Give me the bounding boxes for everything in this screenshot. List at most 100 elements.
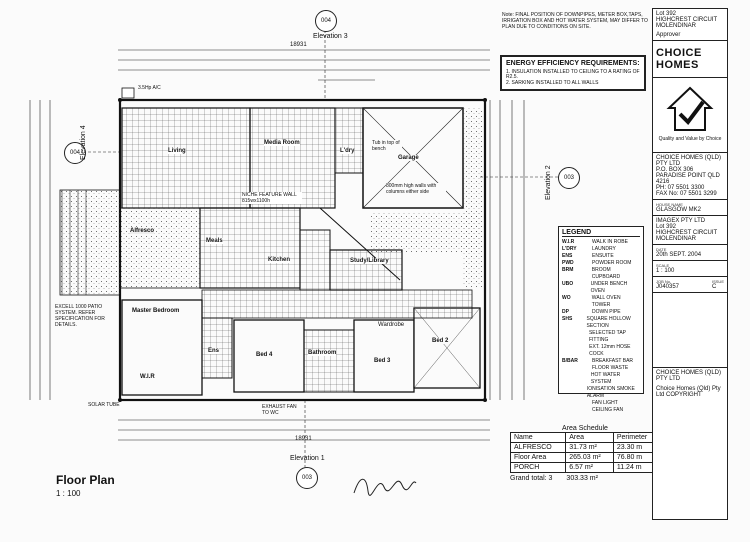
legend-abbrev: L'DRY (562, 246, 577, 252)
legend-desc: UNDER BENCH OVEN (590, 281, 628, 294)
elevation-top-label: Elevation 3 (313, 33, 348, 40)
legend-abbrev: PWD (562, 260, 574, 266)
solar-tube-note: SOLAR TUBE (88, 402, 120, 408)
cell-name: Floor Area (509, 452, 567, 463)
legend-abbrev: B/BAR (562, 358, 578, 364)
legend-desc: SELECTED TAP FITTING (588, 330, 626, 343)
legend-abbrev: W.I.R (562, 239, 575, 245)
brand-line-2: HOMES (656, 59, 699, 71)
area-schedule-title: Area Schedule (562, 425, 608, 432)
legend-desc: WALK IN ROBE (592, 239, 628, 245)
legend-desc: FAN LIGHT (592, 400, 618, 406)
legend-desc: FLOOR WASTE (592, 365, 629, 371)
room-wir: W.I.R (140, 374, 155, 380)
room-wardrobe: Wardrobe (378, 322, 405, 328)
company-phone: PH: 07 5501 3300 (656, 185, 705, 191)
elevation-bottom-label: Elevation 1 (290, 455, 325, 462)
legend-desc: CEILING FAN (592, 407, 624, 413)
energy-note-1: 1. INSULATION INSTALLED TO CEILING TO A … (506, 69, 640, 80)
date-key: DATE (656, 247, 667, 252)
job-row: JOB No. J040357 ISSUE C (653, 277, 727, 293)
house-name-row: HOUSE NAME GLASGOW MK2 (653, 200, 727, 216)
legend-desc: POWDER ROOM (592, 260, 632, 266)
energy-note-2: 2. SARKING INSTALLED TO ALL WALLS (506, 80, 599, 86)
top-note: Note: FINAL POSITION OF DOWNPIPES, METER… (502, 12, 648, 30)
legend-item: EXT. 12mm HOSE COCK (562, 344, 640, 358)
cell-name: ALFRESCO (509, 442, 567, 453)
quality-emblem: Quality and Value by Choice (653, 78, 727, 153)
room-bed4: Bed 4 (256, 352, 273, 358)
legend-abbrev (562, 344, 585, 358)
legend-desc: IONISATION SMOKE ALARM (586, 386, 635, 399)
tb-lot-top-text: Lot 392 (656, 11, 677, 17)
patio-note: EXCELL 1000 PATIO SYSTEM. REFER SPECIFIC… (55, 304, 105, 328)
room-living: Living (168, 148, 186, 154)
exhaust-note: EXHAUST FAN TO WC (262, 404, 297, 416)
quality-text: Quality and Value by Choice (658, 136, 722, 142)
legend-abbrev (562, 400, 588, 407)
legend-abbrev: UBO (562, 281, 574, 287)
cell-area: 31.73 m² (565, 442, 614, 453)
legend-abbrev: BRM (562, 267, 574, 273)
page-title: Floor Plan (56, 473, 115, 487)
ac-note: 3.5Hp A/C (138, 85, 161, 91)
legal-company: CHOICE HOMES (QLD) PTY LTD (656, 370, 722, 382)
legend-item: PWD POWDER ROOM (562, 260, 640, 267)
room-master: Master Bedroom (132, 308, 180, 314)
legend-desc: HOT WATER SYSTEM (590, 372, 621, 385)
room-bed2: Bed 2 (432, 338, 449, 344)
signature (353, 478, 417, 496)
legend-item: FAN LIGHT (562, 400, 640, 407)
client-name: IMAGEX PTY LTD (656, 218, 706, 224)
house-tick-icon (666, 86, 714, 131)
cell-area: 6.57 m² (565, 462, 614, 473)
legend-abbrev: DP (562, 309, 569, 315)
overall-dimension-bottom: 18931 (295, 436, 312, 442)
table-row: ALFRESCO 31.73 m² 23.30 m (509, 442, 661, 453)
legend-item: W.I.R WALK IN ROBE (562, 239, 640, 246)
legend-abbrev (562, 372, 587, 386)
job-value: J040357 (656, 284, 680, 290)
room-kitchen: Kitchen (268, 257, 291, 263)
legend-abbrev (562, 330, 585, 344)
scale-key: SCALE (656, 263, 670, 268)
room-ensuite: Ens (208, 348, 220, 354)
niche-note: NICHE FEATURE WALL 815wx1100h (242, 192, 302, 204)
company-address: P.O. BOX 306 PARADISE POINT QLD 4216 (656, 167, 720, 185)
elevation-right-label: Elevation 2 (545, 165, 552, 200)
room-media: Media Room (264, 140, 300, 146)
table-row: PORCH 6.57 m² 11.24 m (509, 462, 661, 473)
tb-approver: Approver (656, 32, 681, 38)
room-laundry: L'dry (340, 148, 355, 154)
legend-desc: EXT. 12mm HOSE COCK (589, 344, 631, 357)
legend-item: CEILING FAN (562, 407, 640, 414)
area-schedule-header-row: Name Area Perimeter (509, 432, 661, 443)
overall-dimension-top: 18931 (290, 42, 307, 48)
client-row: IMAGEX PTY LTD Lot 392 HIGHCREST CIRCUIT… (653, 216, 727, 245)
revision-block (653, 293, 727, 368)
legend-desc: BROOM CUPBOARD (591, 267, 621, 280)
header-name: Name (509, 432, 567, 443)
date-row: DATE 20th SEPT. 2004 (653, 245, 727, 261)
elevation-right-marker: 003 (558, 167, 580, 189)
energy-title: ENERGY EFFICIENCY REQUIREMENTS: (506, 60, 640, 67)
elevation-top-marker: 004 (315, 10, 337, 32)
tb-street-top-text: HIGHCREST CIRCUIT MOLENDINAR (656, 17, 718, 29)
elevation-left-label: Elevation 4 (80, 125, 87, 160)
area-schedule-total: Grand total: 3 303.33 m² (510, 475, 660, 482)
tb-lot-top: Lot 392 HIGHCREST CIRCUIT MOLENDINAR App… (653, 9, 727, 41)
garage-note: 800mm high walls with columns either sid… (386, 183, 446, 195)
room-bed3: Bed 3 (374, 358, 391, 364)
brand-line-1: CHOICE (656, 47, 702, 59)
grand-total-value: 303.33 m² (566, 475, 598, 482)
cell-area: 265.03 m² (565, 452, 614, 463)
grand-total-label: Grand total: 3 (510, 475, 553, 482)
cell-name: PORCH (509, 462, 567, 473)
legend-abbrev: WO (562, 295, 571, 301)
legend-abbrev: ENS (562, 253, 573, 259)
